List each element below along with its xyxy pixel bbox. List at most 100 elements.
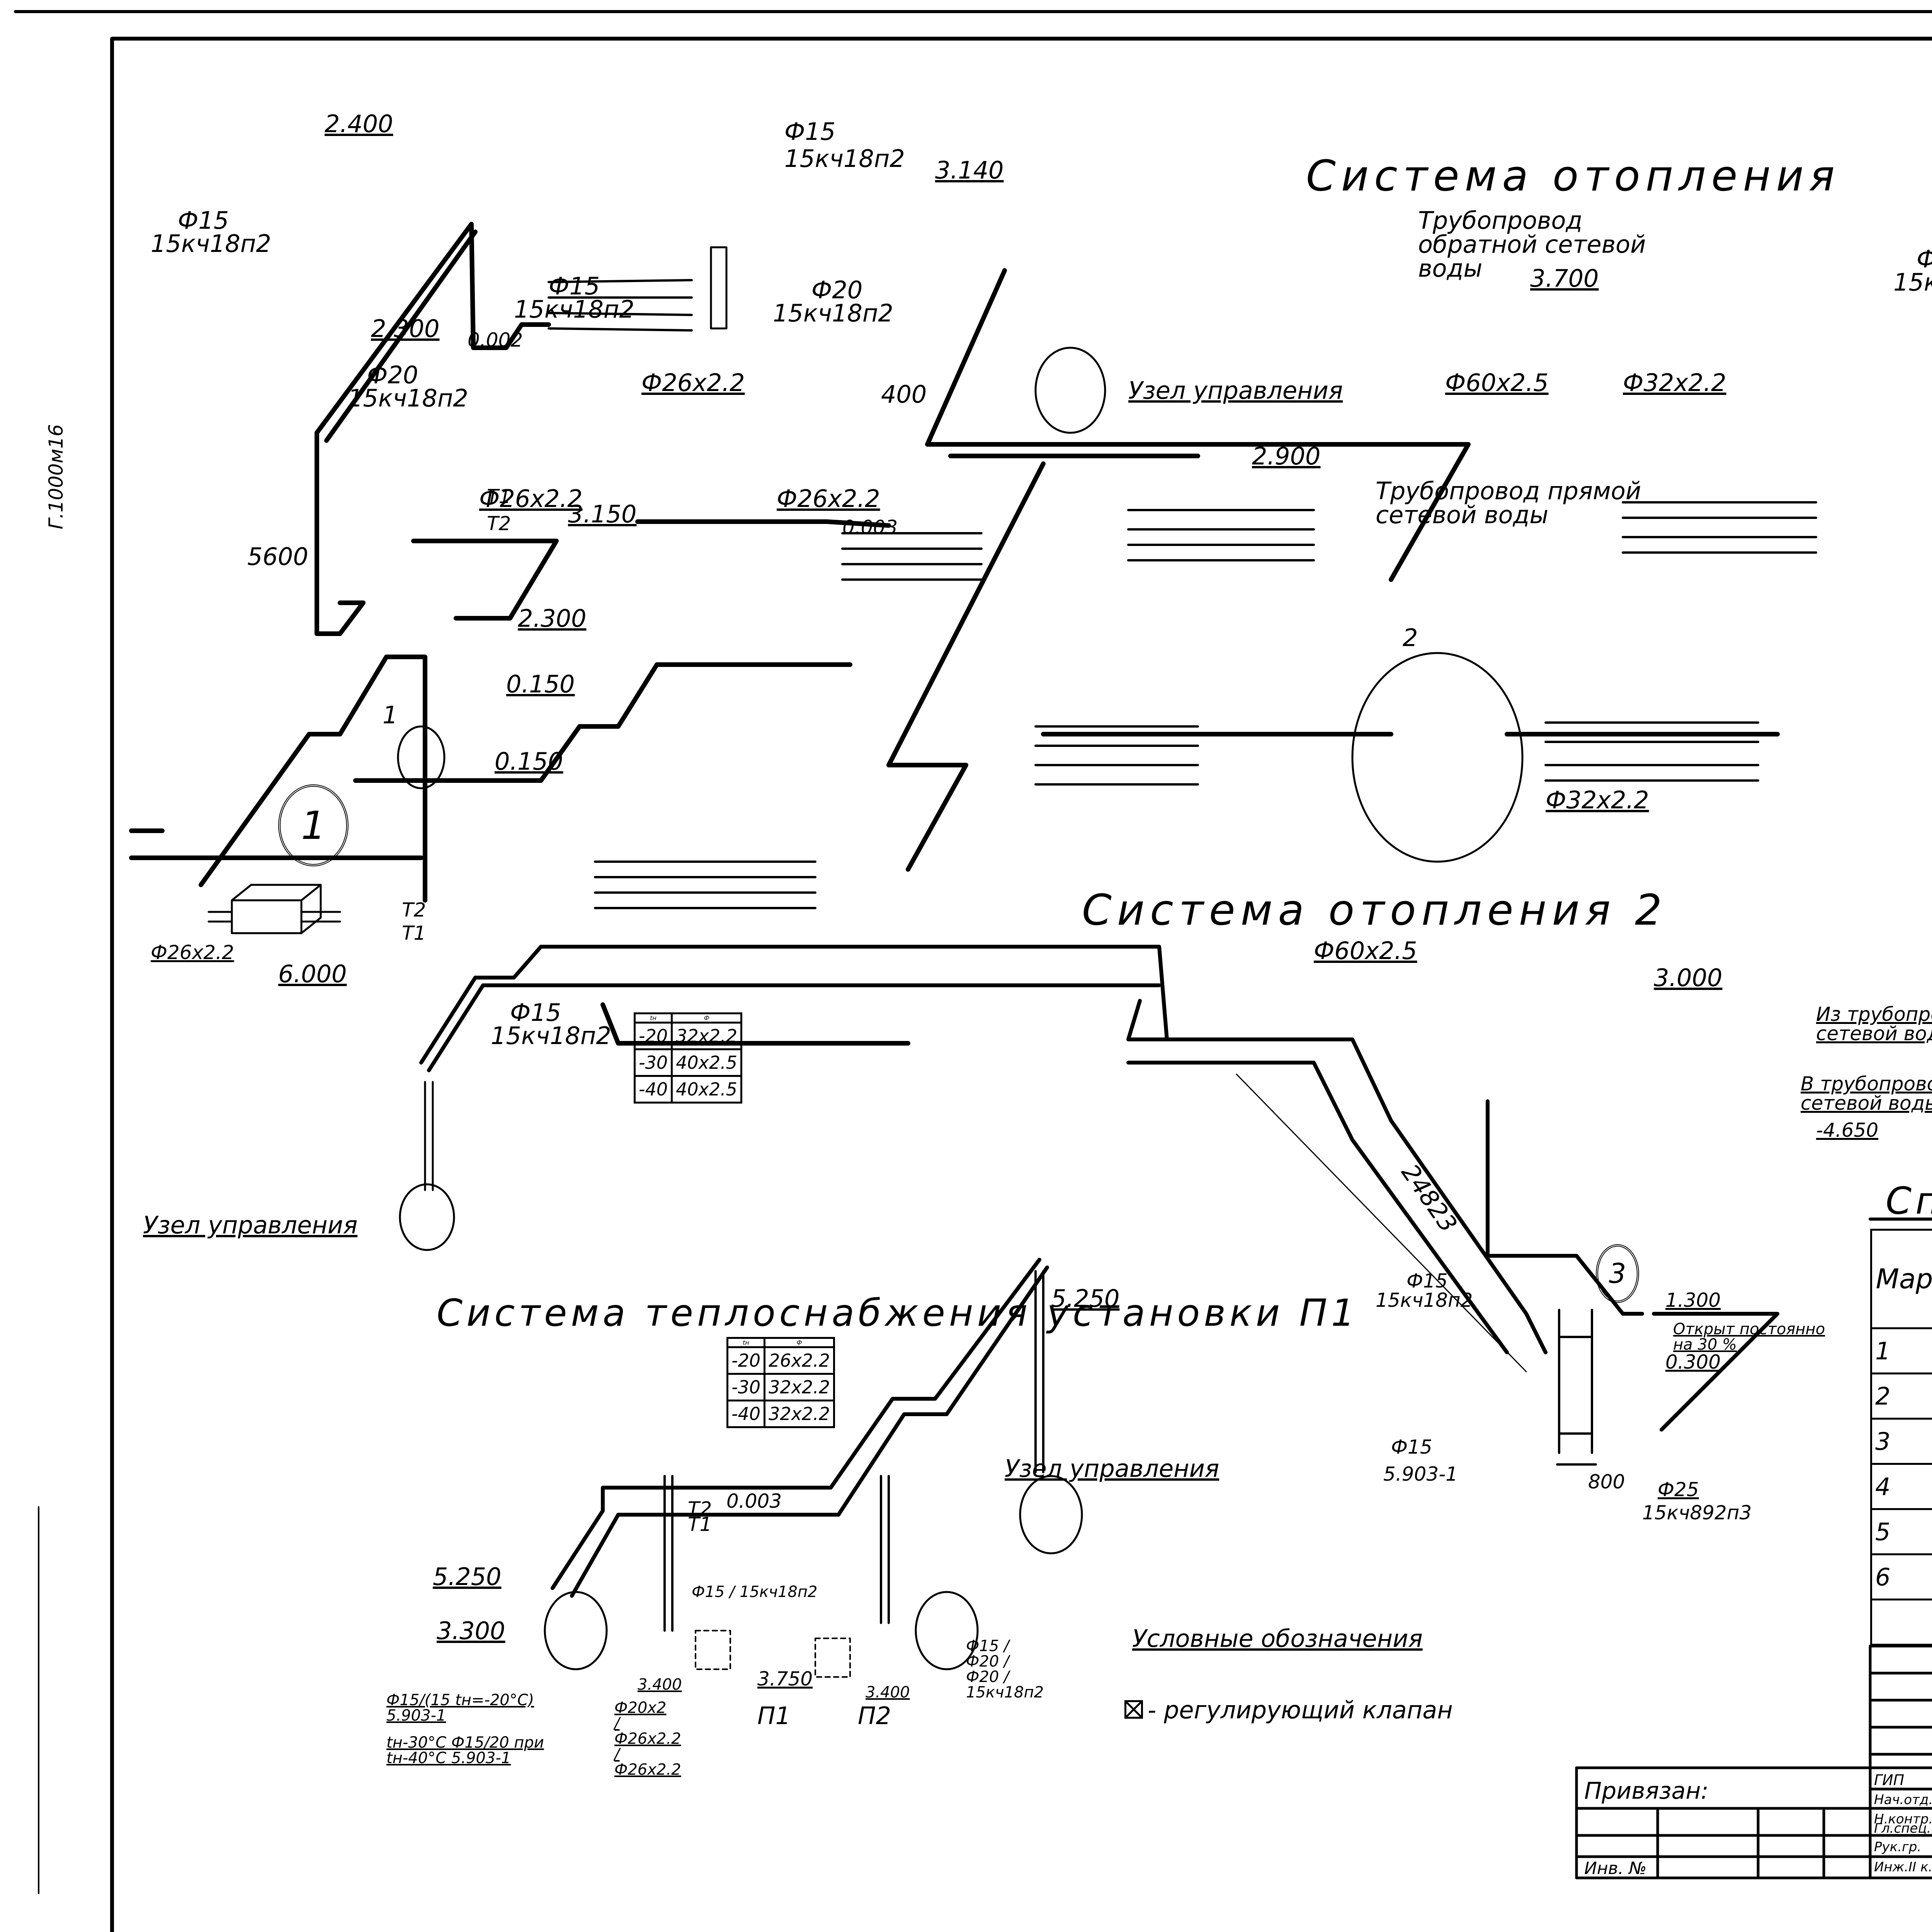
staff-role: ГИП bbox=[1874, 1772, 1905, 1789]
s1-pipe-label-dia-right: Ф15 bbox=[1917, 247, 1932, 271]
s1-pipe-label-dia20b: Ф20 bbox=[811, 276, 863, 304]
s1-pipe-label-dia: Ф15 bbox=[784, 117, 836, 146]
system1-slope2: 0.003 bbox=[842, 516, 898, 539]
mark-t2: T2 bbox=[487, 512, 511, 535]
detail1-box bbox=[207, 884, 341, 934]
system2-node-circle bbox=[399, 1183, 455, 1251]
s1-pipe-label-valve-left: 15кч18п2 bbox=[151, 230, 271, 258]
title-block-grid bbox=[1575, 1645, 1932, 1879]
s1-pipe-label-d32b: Ф32х2.2 bbox=[1546, 786, 1649, 814]
p1-slope: 0.003 bbox=[726, 1490, 782, 1512]
system1-title: Система отопления bbox=[1306, 151, 1840, 201]
s1-pipe-label-d26c: Ф26х2.2 bbox=[777, 485, 880, 513]
detail3-note: Открыт постоянно на 30 % bbox=[1673, 1320, 1825, 1354]
detail3-bottom-valve: 5.903-1 bbox=[1383, 1463, 1458, 1485]
s2-table-cell: 32х2.2 bbox=[671, 1022, 743, 1050]
system2-node-label: Узел управления bbox=[143, 1211, 358, 1239]
detail1-box-t1: T1 bbox=[402, 922, 426, 944]
spec-table: Марка Обозначение Наименование Кол. шт. … bbox=[1870, 1229, 1932, 1646]
system1-level-3150: 3.150 bbox=[568, 500, 637, 528]
regulating-valve-icon bbox=[1124, 1700, 1143, 1719]
detail3-schematic bbox=[1556, 1309, 1597, 1466]
inv-label: Инв. № bbox=[1584, 1859, 1647, 1878]
s1-pipe-label-valve20b: 15кч18п2 bbox=[773, 299, 893, 327]
system2-small-dia: Ф15 bbox=[510, 998, 561, 1027]
staff-role: Н.контр. bbox=[1874, 1811, 1932, 1827]
table-row: 23кч-2-87Расширитель 3кч-29-8742.4 bbox=[1870, 1372, 1932, 1420]
p1-table-cell: 32х2.2 bbox=[764, 1400, 835, 1428]
staff-role: Гл.спец. bbox=[1874, 1821, 1931, 1836]
system1-level-2300: 2.300 bbox=[371, 315, 440, 343]
system1-pipes bbox=[129, 222, 1780, 1046]
callout-1-number: 1 bbox=[383, 701, 398, 729]
spec-cell: 3 bbox=[1870, 1418, 1932, 1465]
staff-role: Нач.отд. bbox=[1874, 1792, 1932, 1808]
s2-table-header-tn: tн bbox=[633, 1012, 673, 1024]
system1-level-3700: 3.700 bbox=[1530, 264, 1599, 293]
p1-level-5250: 5.250 bbox=[433, 1563, 502, 1591]
s1-pipe-label-dia-mid: Ф15 bbox=[549, 272, 600, 300]
p1-title: Система теплоснабжения установки П1 bbox=[437, 1291, 1359, 1335]
s1-return-pipe-note: Трубопровод обратной сетевой воды bbox=[1418, 206, 1646, 282]
s1-pipe-label-valve-mid: 15кч18п2 bbox=[514, 295, 634, 323]
spec-title: Спецификация закладных конструкций bbox=[1886, 1179, 1932, 1223]
p1-table-cell: -20 bbox=[726, 1346, 766, 1375]
s1-pipe-label-d26: Ф26х2.2 bbox=[641, 369, 745, 397]
s1-pipe-label-d60: Ф60х2.5 bbox=[1445, 369, 1549, 397]
table-row: 33кч-2-87Расширитель 3кч-27-8722.4 bbox=[1870, 1418, 1932, 1465]
table-row bbox=[1870, 1599, 1932, 1646]
p1-unit-box bbox=[695, 1630, 731, 1670]
s1-pipe-label-valve20: 15кч18п2 bbox=[348, 384, 468, 412]
table-row: 43кч-45х75Штуцер М20х1.5-100 / 3кч-53-70… bbox=[1870, 1463, 1932, 1510]
control-node-circle-1 bbox=[1034, 347, 1106, 434]
s2-table-cell: 40х2.5 bbox=[671, 1075, 743, 1104]
p1-note-d15: Ф15 / 15кч18п2 bbox=[692, 1583, 818, 1601]
s1-supply-pipe-note: Трубопровод прямой сетевой воды bbox=[1376, 477, 1641, 529]
legend-title: Условные обозначения bbox=[1132, 1624, 1423, 1653]
p1-note-valve-40: tн-30°С Ф15/20 при tн-40°С 5.903-1 bbox=[386, 1734, 544, 1767]
spec-cell: 4 bbox=[1870, 1463, 1932, 1510]
detail1-marker: 1 bbox=[278, 784, 349, 866]
system1-level-3140: 3.140 bbox=[935, 156, 1004, 184]
p1-level-3750: 3.750 bbox=[757, 1668, 813, 1690]
s1-pipe-label-dia-left: Ф15 bbox=[178, 206, 229, 235]
detail1-callout-circle bbox=[397, 725, 446, 789]
system2-pipes bbox=[419, 945, 1779, 1432]
wall-section bbox=[710, 246, 728, 330]
callout-2-number: 2 bbox=[1403, 624, 1418, 652]
detail2-callout-circle bbox=[1351, 652, 1524, 863]
p1-mark-t2: T2 bbox=[688, 1498, 712, 1520]
detail1-box-t2: T2 bbox=[402, 899, 426, 921]
s2-table-cell: 40х2.5 bbox=[671, 1048, 743, 1077]
p1-note-d20: Ф20х2 / Ф26х2.2 / Ф26х2.2 bbox=[614, 1699, 681, 1779]
legend-item-text: - регулирующий клапан bbox=[1148, 1696, 1453, 1724]
p1-note-valve-20: Ф15/(15 tн=-20°С) 5.903-1 bbox=[386, 1691, 534, 1725]
table-row: 163кч-3-87Расширитель 63кч-27-8722.4 bbox=[1870, 1327, 1932, 1374]
p1-table-cell: -30 bbox=[726, 1373, 766, 1401]
p1-callout-circle-2 bbox=[915, 1591, 979, 1670]
system1-level-2300b: 2.300 bbox=[518, 604, 587, 633]
s1-pipe-label-d26b: Ф26х2.2 bbox=[479, 485, 583, 513]
s1-pipe-label-d32: Ф32х2.2 bbox=[1623, 369, 1726, 397]
p1-note-d15b: Ф15 / Ф20 / Ф20 / 15кч18п2 bbox=[966, 1637, 1044, 1701]
system1-level-0150b: 0.150 bbox=[495, 747, 563, 776]
detail3-drain-dia: Ф25 bbox=[1658, 1478, 1699, 1501]
staff-role: Инж.II к. bbox=[1874, 1859, 1932, 1875]
s2-table-cell: -20 bbox=[633, 1022, 673, 1050]
system2-level-left: 6.000 bbox=[278, 960, 347, 988]
p1-level-3400b: 3.400 bbox=[866, 1684, 910, 1701]
detail3-drain-valve: 15кч892п3 bbox=[1642, 1502, 1752, 1524]
bound-label: Привязан: bbox=[1584, 1777, 1709, 1804]
spec-cell: 2 bbox=[1870, 1372, 1932, 1420]
detail3-top-valve: 15кч18п2 bbox=[1376, 1289, 1473, 1311]
detail3-level-1300: 1.300 bbox=[1665, 1289, 1721, 1311]
cn-level-4650: -4.650 bbox=[1816, 1119, 1879, 1141]
p1-node-circle bbox=[1019, 1475, 1083, 1554]
p1-level-5250-top: 5.250 bbox=[1051, 1284, 1120, 1313]
system1-level-2900: 2.900 bbox=[1252, 442, 1321, 470]
system2-main-pipe: Ф60х2.5 bbox=[1314, 937, 1417, 965]
margin-note: Г.1000м16 bbox=[45, 424, 67, 529]
